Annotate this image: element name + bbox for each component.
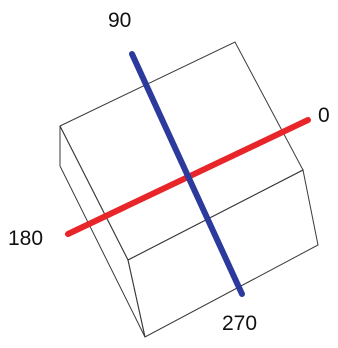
label-180: 180: [8, 227, 44, 250]
label-90: 90: [108, 9, 132, 32]
blue-axis-line: [129, 51, 245, 297]
box-top-face: [59, 41, 304, 261]
label-0: 0: [318, 104, 330, 127]
label-270: 270: [222, 312, 258, 335]
box-front-face: [127, 169, 319, 338]
